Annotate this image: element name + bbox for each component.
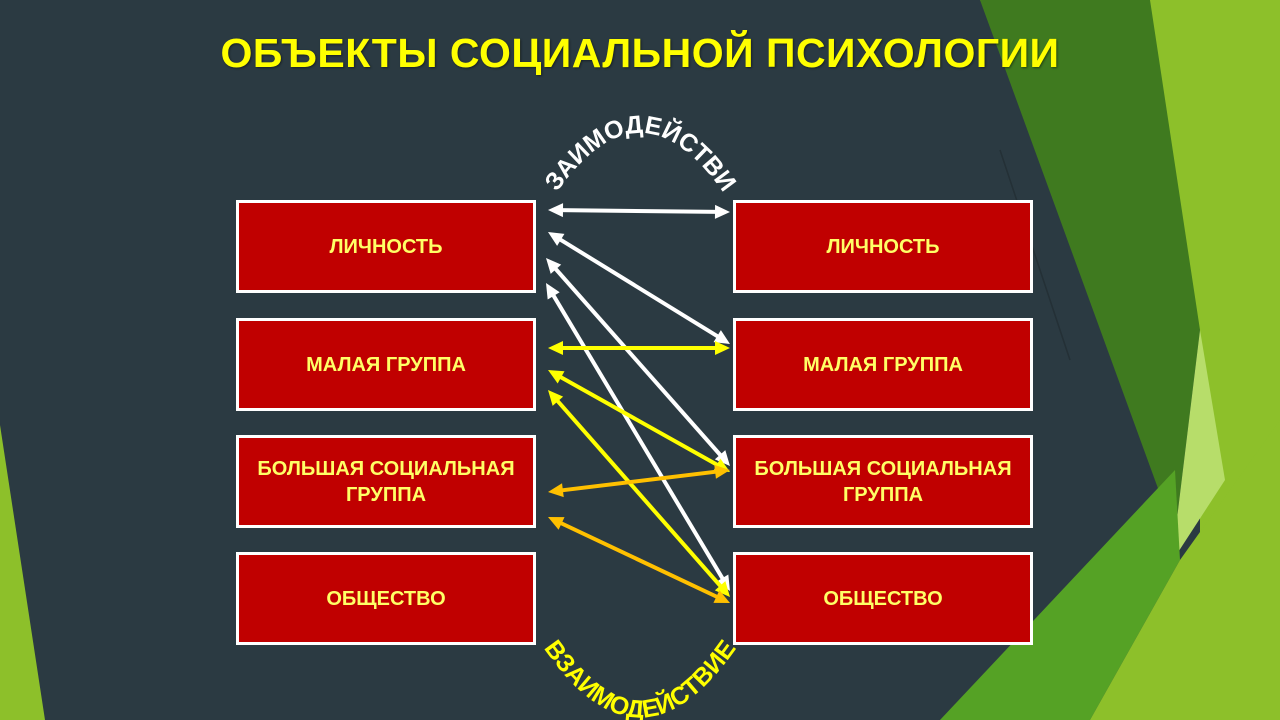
connection-arrow-left-0-right-2 — [552, 265, 724, 459]
arc-label-bottom: ВЗАИМОДЕЙСТВИЕ — [539, 635, 742, 720]
right-box-society: ОБЩЕСТВО — [733, 552, 1033, 645]
arrowhead-right-1 — [713, 330, 730, 344]
left-box-personality: ЛИЧНОСТЬ — [236, 200, 536, 293]
bg-green-pale-band — [1160, 330, 1225, 580]
left-box-large-social-group: БОЛЬШАЯ СОЦИАЛЬНАЯ ГРУППА — [236, 435, 536, 528]
arrowhead-left-1 — [548, 370, 565, 384]
arrowhead-right-0 — [714, 204, 730, 219]
arrowhead-left-0 — [548, 232, 565, 246]
connection-arrow-left-2-right-3 — [557, 520, 721, 600]
arrowhead-left-0 — [546, 283, 560, 300]
bg-green-lower-band — [1090, 420, 1280, 720]
right-box-small-group: МАЛАЯ ГРУППА — [733, 318, 1033, 411]
bg-green-left-band — [0, 425, 45, 720]
arrowhead-left-1 — [548, 341, 563, 355]
bg-green-mid-band — [940, 470, 1180, 720]
arc-label-top-text: ВЗАИМОДЕЙСТВИЕ — [0, 0, 741, 197]
connection-arrow-left-0-right-1 — [557, 236, 721, 340]
bg-accent-line — [999, 149, 1071, 361]
left-box-small-group: МАЛАЯ ГРУППА — [236, 318, 536, 411]
connection-arrow-left-0-right-3 — [550, 292, 726, 582]
arrowhead-right-2 — [714, 464, 730, 479]
right-box-large-social-group: БОЛЬШАЯ СОЦИАЛЬНАЯ ГРУППА — [733, 435, 1033, 528]
arrowhead-right-3 — [714, 581, 730, 597]
arrowhead-left-0 — [546, 258, 562, 274]
connection-arrow-left-1-right-3 — [554, 397, 724, 590]
arc-label-top: ВЗАИМОДЕЙСТВИЕ — [0, 0, 741, 197]
arrow-group — [546, 203, 730, 603]
arrowhead-left-1 — [548, 390, 564, 406]
left-box-society: ОБЩЕСТВО — [236, 552, 536, 645]
right-box-personality: ЛИЧНОСТЬ — [733, 200, 1033, 293]
connection-arrow-left-0-right-0 — [559, 208, 719, 214]
arrowhead-left-2 — [548, 517, 565, 530]
arrowhead-right-1 — [715, 341, 730, 355]
bg-green-dark-band — [980, 0, 1200, 535]
arrowhead-left-0 — [548, 203, 564, 218]
connection-arrow-left-1-right-2 — [557, 374, 721, 468]
arc-label-bottom-text: ВЗАИМОДЕЙСТВИЕ — [539, 635, 742, 720]
arrowhead-right-2 — [714, 450, 730, 466]
slide-title: ОБЪЕКТЫ СОЦИАЛЬНОЙ ПСИХОЛОГИИ — [220, 30, 1060, 76]
connection-arrow-left-2-right-2 — [559, 469, 719, 493]
arrowhead-right-3 — [713, 590, 730, 603]
arrowhead-left-2 — [548, 483, 564, 498]
